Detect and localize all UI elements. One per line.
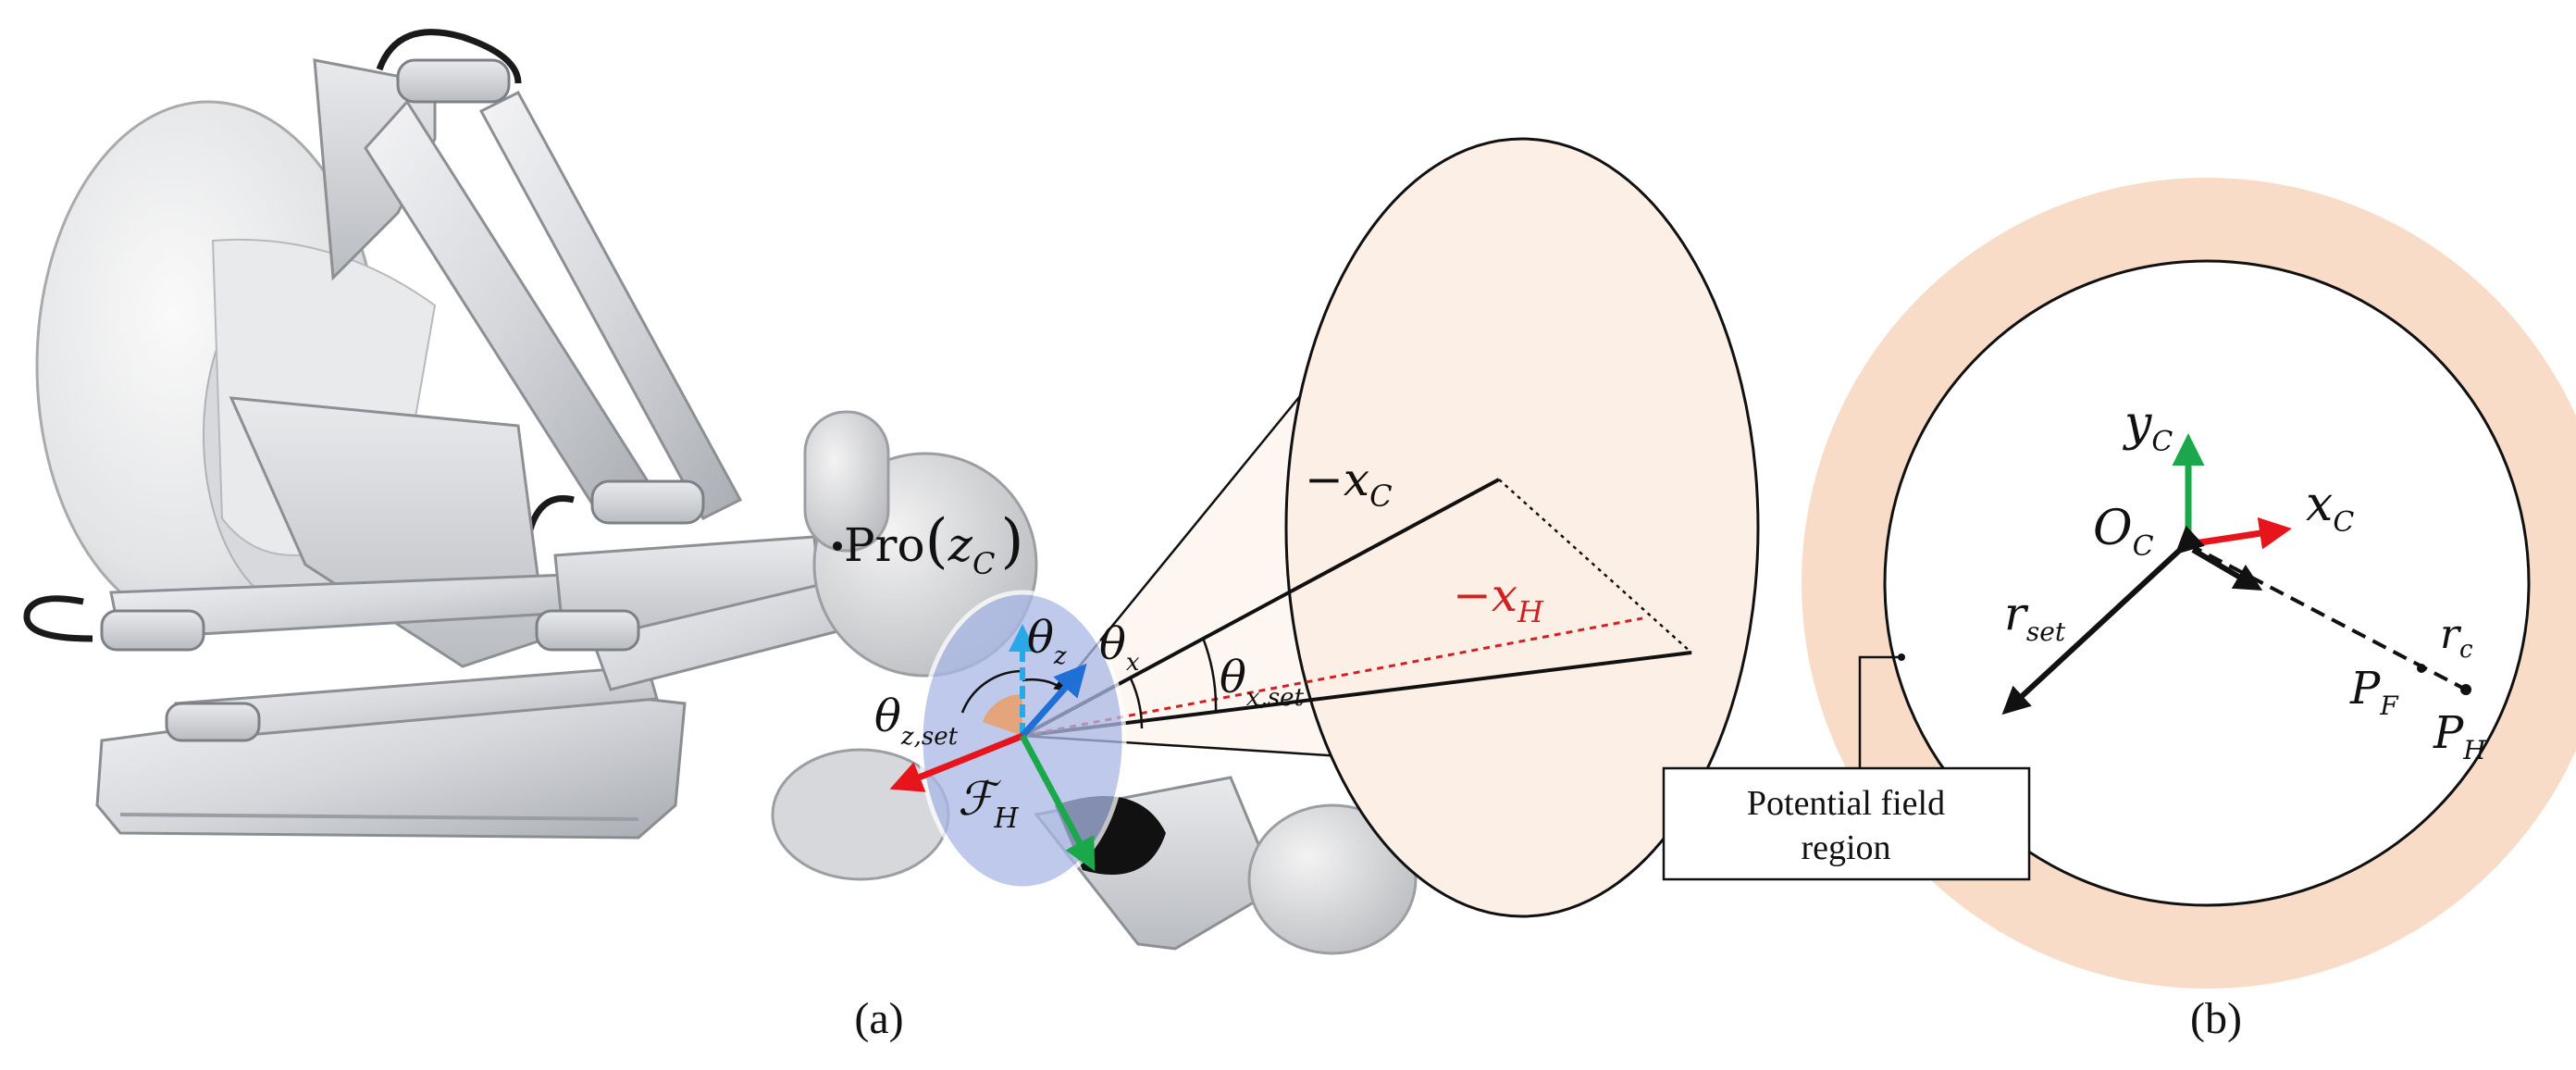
callout-leader (1858, 655, 1901, 768)
robot-illustration (23, 29, 1418, 955)
top-cylinder (803, 410, 890, 553)
caption-a: (a) (854, 994, 903, 1043)
neg-xh-label: −xH (1453, 568, 1544, 629)
lower-cylinder (1247, 803, 1418, 955)
cable-mid (524, 495, 575, 542)
cone-ellipse (1284, 137, 1760, 918)
gimbal-frame (889, 590, 1127, 891)
pro-label: Pro(zC) (844, 507, 1023, 581)
theta-x-arc (1129, 678, 1144, 729)
xc-label: xC (2306, 477, 2354, 539)
yc-label: yC (2123, 396, 2173, 458)
callout-line-1: Potential field (1747, 784, 1945, 823)
rset-label: rset (2004, 587, 2066, 647)
cable-left (23, 595, 93, 642)
short-arrow (2191, 547, 2263, 591)
oc-label: OC (2093, 501, 2154, 563)
pf-dot (2417, 664, 2426, 673)
rc-label: rc (2440, 611, 2473, 664)
theta-zset-label: θz,set (874, 691, 959, 751)
callout-line-2: region (1801, 828, 1890, 867)
panel-a-labels: Pro(zC) −xC −xH θx,set θx θz θz,set ℱH (… (833, 453, 1544, 1043)
theta-xset-label: θx,set (1220, 652, 1305, 712)
red-axis (889, 732, 1024, 792)
ph-dot (2460, 684, 2471, 695)
theta-x-label: θx (1099, 618, 1140, 677)
dotted-connector-1 (1498, 479, 1692, 653)
blue-axis (1020, 663, 1087, 739)
pf-label: PF (2349, 663, 2399, 721)
green-axis (1019, 734, 1096, 872)
orange-sector (983, 693, 1022, 736)
panel-b-diagram: Potential field region (1662, 178, 2576, 989)
cable-top (376, 29, 522, 84)
view-cone (1022, 137, 1760, 918)
rset-arrow (2001, 525, 2205, 715)
pro-dot (833, 541, 842, 551)
callout-box (1662, 766, 2031, 881)
theta-zset-arc (960, 669, 1023, 714)
arm-2 (478, 91, 743, 520)
panel-b-labels: yC xC OC rset rc PF PH (b) (2004, 396, 2486, 1043)
joints (100, 58, 705, 742)
theta-xset-arc (1201, 637, 1218, 713)
neg-xc-label: −xC (1305, 453, 1393, 514)
theta-z-label: θz (1027, 612, 1067, 670)
caption-b: (b) (2190, 994, 2242, 1043)
safe-region-circle (1883, 259, 2531, 907)
ph-label: PH (2433, 707, 2486, 765)
neg-xh-line (1022, 616, 1643, 738)
lower-black-line (1022, 651, 1692, 738)
